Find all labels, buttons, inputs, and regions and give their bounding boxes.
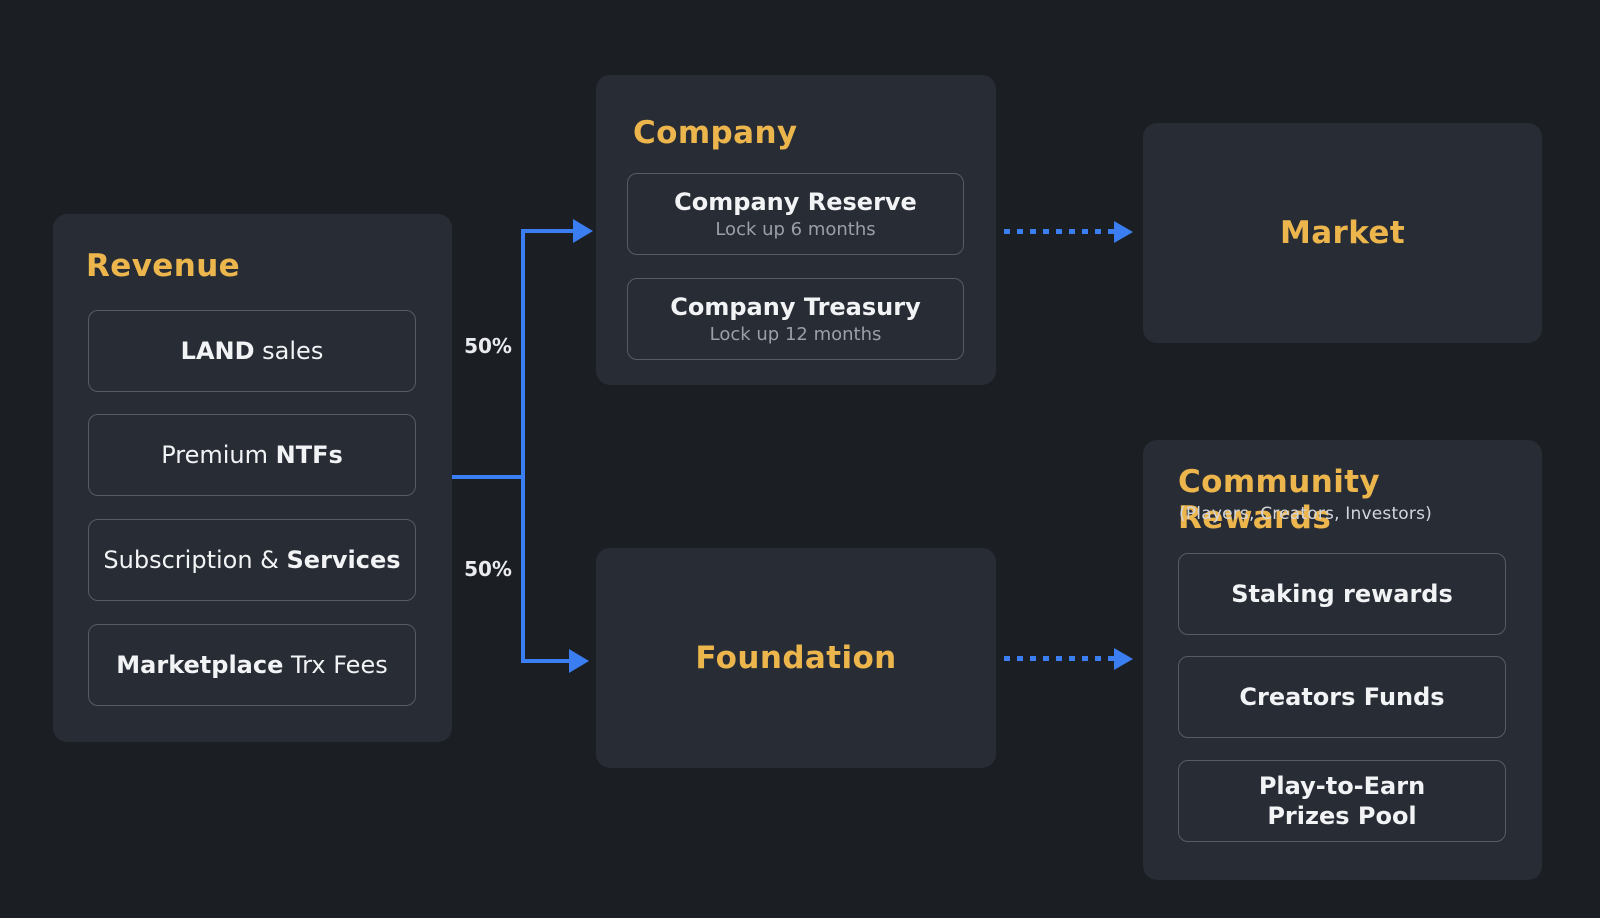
company-share-label: 50% [464,334,512,358]
creators-funds-box: Creators Funds [1178,656,1506,738]
community-rewards-subtitle: (Players, Creators, Investors) [1179,504,1432,524]
label-regular-pre: Subscription & [103,546,287,574]
company-treasury-label: Company Treasury [670,292,921,321]
company-to-market-dotted-line [1004,229,1114,234]
community-rewards-panel: Community Rewards (Players, Creators, In… [1143,440,1542,880]
arrow-to-company-line [523,229,573,233]
label-regular-post: sales [254,337,324,365]
market-title: Market [1279,215,1406,251]
community-rewards-title: Community Rewards [1178,464,1381,536]
arrow-to-foundation-line [523,659,569,663]
revenue-split-vertical-line [521,229,525,663]
revenue-panel: Revenue LAND sales Premium NTFs Subscrip… [53,214,452,742]
play-to-earn-label-line1: Play-to-Earn [1258,772,1426,800]
label-bold: Services [286,546,401,574]
revenue-title: Revenue [86,248,241,284]
company-treasury-lockup: Lock up 12 months [709,323,882,345]
revenue-item-land-sales: LAND sales [88,310,416,392]
foundation-to-community-dotted-line [1004,656,1114,661]
label-bold: Marketplace [116,651,284,679]
staking-rewards-box: Staking rewards [1178,553,1506,635]
label-regular-pre: Premium [161,441,276,469]
revenue-item-label: Marketplace Trx Fees [116,650,387,680]
foundation-title: Foundation [695,640,897,676]
revenue-item-subscription-services: Subscription & Services [88,519,416,601]
foundation-panel: Foundation [596,548,996,768]
revenue-item-label: LAND sales [181,336,324,366]
play-to-earn-label-line2: Prizes Pool [1267,802,1417,830]
foundation-to-community-arrow-head-icon [1114,648,1133,670]
revenue-item-label: Premium NTFs [161,440,343,470]
revenue-item-marketplace-trx-fees: Marketplace Trx Fees [88,624,416,706]
arrow-to-company-head-icon [573,219,593,243]
revenue-split-connector-line [452,475,523,479]
company-treasury-box: Company Treasury Lock up 12 months [627,278,964,360]
label-bold: LAND [180,337,255,365]
company-title: Company [633,115,798,151]
foundation-share-label: 50% [464,557,512,581]
creators-funds-label: Creators Funds [1239,683,1445,711]
staking-rewards-label: Staking rewards [1231,580,1453,608]
label-regular-post: Trx Fees [283,651,388,679]
revenue-item-premium-ntfs: Premium NTFs [88,414,416,496]
company-reserve-label: Company Reserve [674,187,917,216]
label-bold: NTFs [275,441,343,469]
market-panel: Market [1143,123,1542,343]
company-panel: Company Company Reserve Lock up 6 months… [596,75,996,385]
revenue-item-label: Subscription & Services [103,545,400,575]
arrow-to-foundation-head-icon [569,649,589,673]
company-to-market-arrow-head-icon [1114,221,1133,243]
company-reserve-lockup: Lock up 6 months [715,218,876,240]
company-reserve-box: Company Reserve Lock up 6 months [627,173,964,255]
